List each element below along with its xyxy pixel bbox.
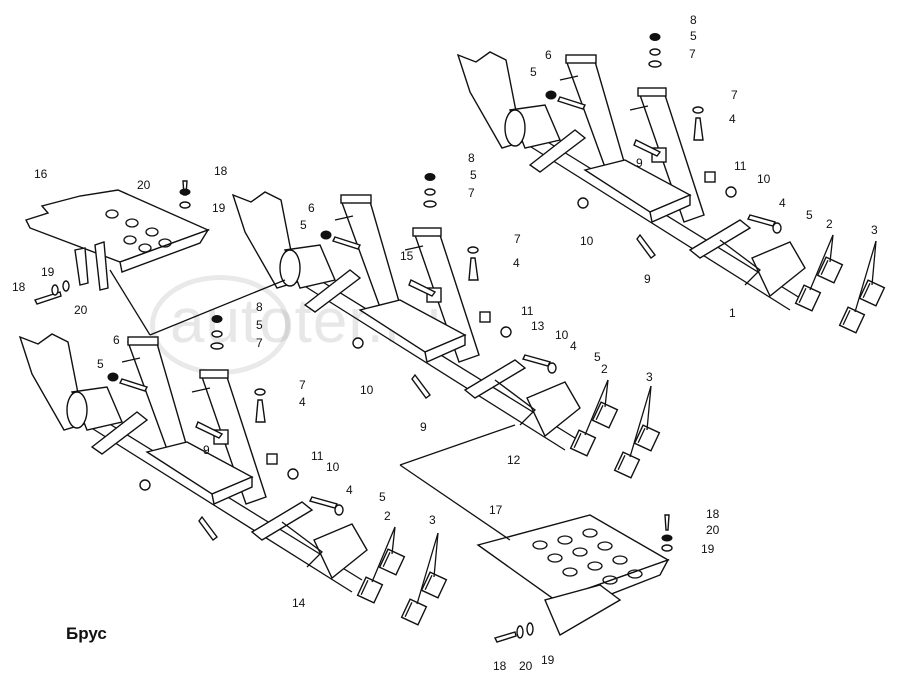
callout-part-20: 20 xyxy=(706,523,720,537)
callout-part-13: 13 xyxy=(531,319,545,333)
callout-part-6: 6 xyxy=(545,48,552,62)
callout-part-4: 4 xyxy=(299,395,306,409)
callout-part-9: 9 xyxy=(644,272,651,286)
callout-part-7: 7 xyxy=(689,47,696,61)
callout-part-10: 10 xyxy=(360,383,374,397)
callout-part-15: 15 xyxy=(400,249,414,263)
callout-part-20: 20 xyxy=(74,303,88,317)
callout-part-4: 4 xyxy=(570,339,577,353)
callout-part-19: 19 xyxy=(701,542,715,556)
callout-part-18: 18 xyxy=(493,659,507,673)
callout-part-8: 8 xyxy=(690,13,697,27)
callout-part-5: 5 xyxy=(690,29,697,43)
callout-part-7: 7 xyxy=(256,336,263,350)
callout-part-14: 14 xyxy=(292,596,306,610)
callout-part-5: 5 xyxy=(379,490,386,504)
callout-part-5: 5 xyxy=(97,357,104,371)
callout-part-5: 5 xyxy=(470,168,477,182)
callout-part-10: 10 xyxy=(757,172,771,186)
callout-part-18: 18 xyxy=(214,164,228,178)
callout-part-5: 5 xyxy=(300,218,307,232)
diagram-caption: Брус xyxy=(66,624,107,643)
callout-part-2: 2 xyxy=(826,217,833,231)
beam-assembly-middle xyxy=(232,172,661,479)
callout-part-12: 12 xyxy=(507,453,521,467)
callout-part-4: 4 xyxy=(346,483,353,497)
callout-part-10: 10 xyxy=(580,234,594,248)
callout-part-10: 10 xyxy=(326,460,340,474)
callout-part-19: 19 xyxy=(212,201,226,215)
callout-part-2: 2 xyxy=(601,362,608,376)
callout-part-17: 17 xyxy=(489,503,503,517)
step-plate-17 xyxy=(399,424,673,643)
callout-part-20: 20 xyxy=(137,178,151,192)
callout-part-2: 2 xyxy=(384,509,391,523)
callout-part-19: 19 xyxy=(541,653,555,667)
callout-part-6: 6 xyxy=(113,333,120,347)
callout-part-11: 11 xyxy=(521,304,534,318)
callout-part-18: 18 xyxy=(12,280,26,294)
callout-part-20: 20 xyxy=(519,659,533,673)
callout-part-11: 11 xyxy=(734,159,747,173)
callout-part-1: 1 xyxy=(729,306,736,320)
callout-part-9: 9 xyxy=(636,156,643,170)
callout-part-10: 10 xyxy=(555,328,569,342)
step-plate-16 xyxy=(25,180,286,336)
callout-part-11: 11 xyxy=(311,449,324,463)
callout-part-18: 18 xyxy=(706,507,720,521)
callout-part-5: 5 xyxy=(530,65,537,79)
callout-part-4: 4 xyxy=(729,112,736,126)
callout-part-8: 8 xyxy=(256,300,263,314)
callout-part-7: 7 xyxy=(299,378,306,392)
callout-part-8: 8 xyxy=(468,151,475,165)
callout-part-7: 7 xyxy=(514,232,521,246)
callout-part-6: 6 xyxy=(308,201,315,215)
callout-part-4: 4 xyxy=(513,256,520,270)
callout-part-5: 5 xyxy=(594,350,601,364)
callout-part-4: 4 xyxy=(779,196,786,210)
callout-part-7: 7 xyxy=(468,186,475,200)
callout-part-5: 5 xyxy=(256,318,263,332)
callout-part-19: 19 xyxy=(41,265,55,279)
callout-part-16: 16 xyxy=(34,167,48,181)
callout-part-3: 3 xyxy=(871,223,878,237)
callout-part-9: 9 xyxy=(203,443,210,457)
callout-part-7: 7 xyxy=(731,88,738,102)
beam-assembly-bottom-left xyxy=(19,314,448,626)
callout-part-5: 5 xyxy=(806,208,813,222)
callout-part-9: 9 xyxy=(420,420,427,434)
beam-assembly-top-right xyxy=(457,32,886,334)
callout-part-3: 3 xyxy=(429,513,436,527)
callout-part-3: 3 xyxy=(646,370,653,384)
